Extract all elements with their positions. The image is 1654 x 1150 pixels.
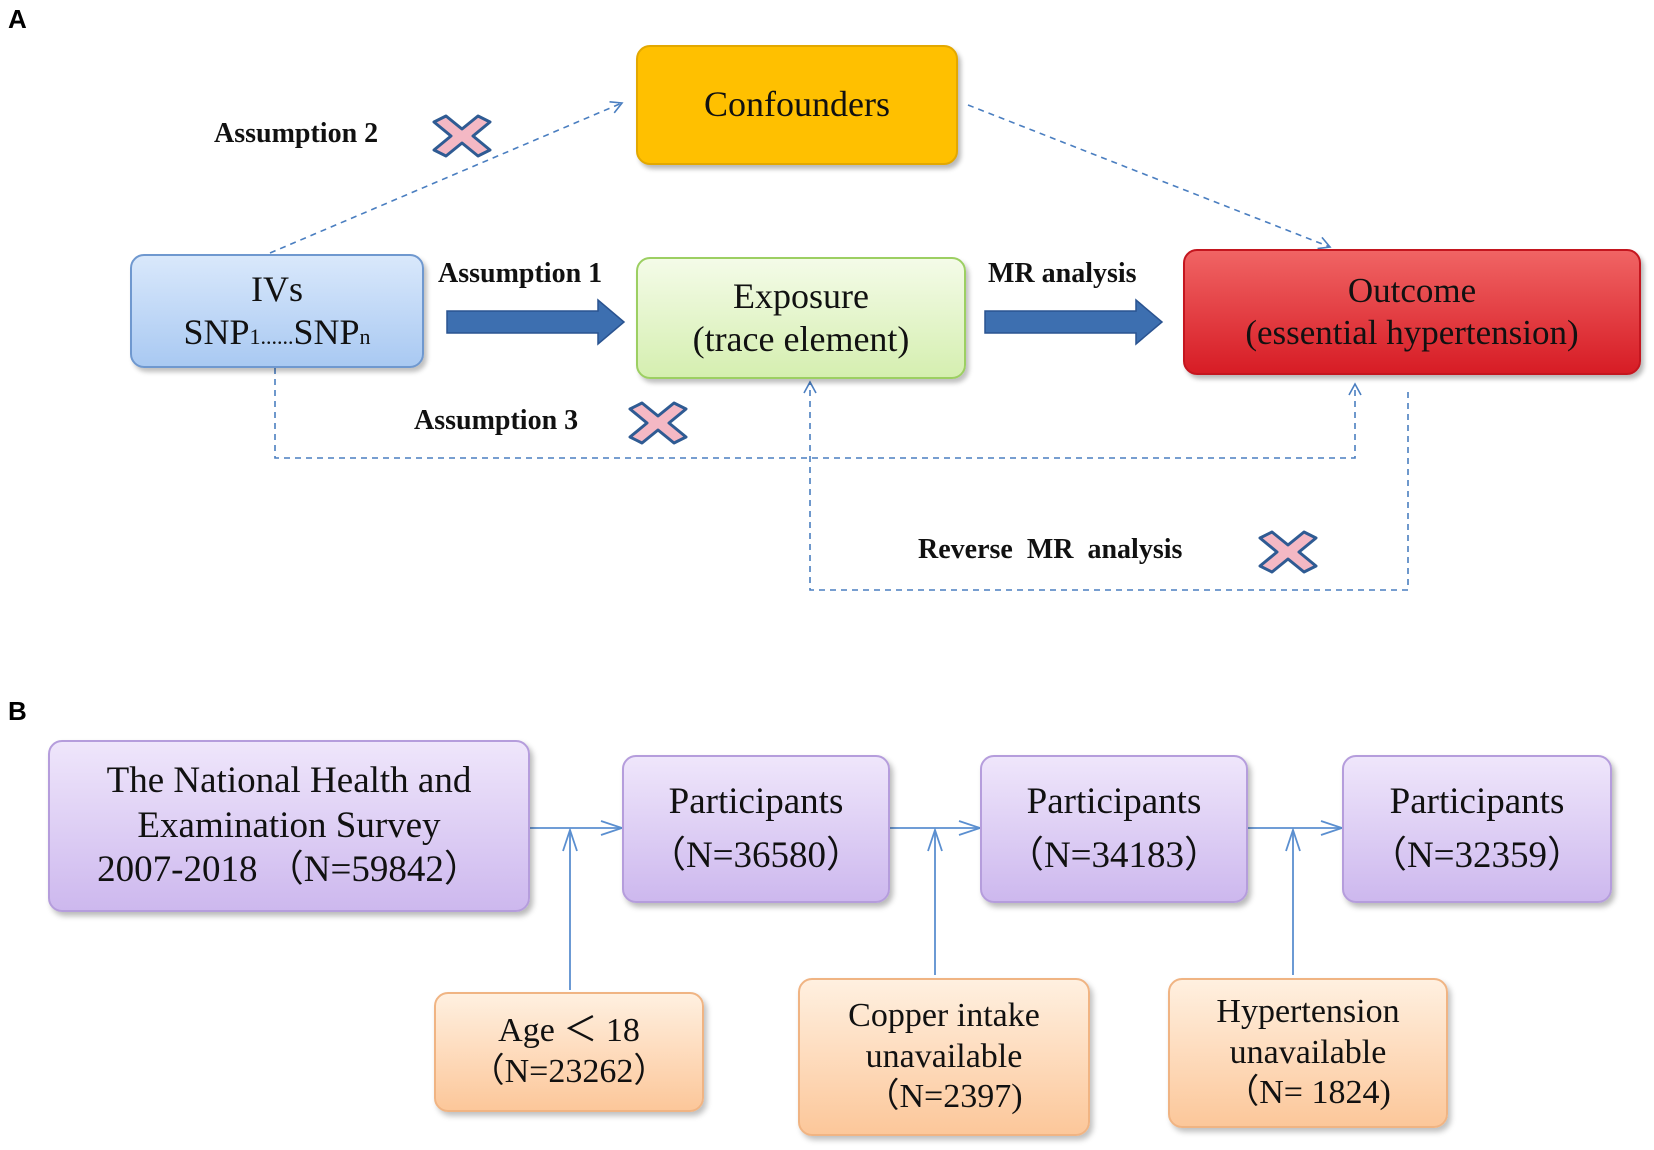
outcome-box: Outcome (essential hypertension) [1183,249,1641,375]
dashed-ivs-to-confounders [269,100,624,254]
exposure-line2: (trace element) [692,319,910,359]
confounders-box: Confounders [636,45,958,165]
confounders-text: Confounders [704,84,890,125]
participants-3-line1: Participants [1389,780,1565,822]
survey-line1: The National Health and [106,760,472,802]
snp-start: SNP [183,312,250,352]
ivs-line1: IVs [251,268,303,309]
ivs-snp-line: SNP1......SNPn [183,311,370,354]
participants-1-line1: Participants [668,780,844,822]
ivs-box: IVs SNP1......SNPn [130,254,424,368]
cross-assumption2-icon [432,114,492,158]
participants-box-1: Participants （N=36580） [622,755,890,903]
participants-box-3: Participants （N=32359） [1342,755,1612,903]
exposure-box: Exposure (trace element) [636,257,966,379]
arrow-assumption1 [446,298,626,346]
snp-end-sub: n [359,324,371,349]
participants-3-line2: （N=32359） [1369,835,1585,876]
survey-line2: Examination Survey [137,804,441,846]
participants-2-line1: Participants [1026,780,1202,822]
exclusion-age-line2: （N=23262） [470,1053,668,1090]
snp-end: SNP [293,312,360,352]
exclusion-hypertension-line2: unavailable [1229,1033,1387,1071]
exposure-line1: Exposure [733,275,869,316]
exclusion-box-hypertension: Hypertension unavailable （N= 1824) [1168,978,1448,1128]
reverse-mr-label: Reverse MR analysis [918,534,1183,565]
snp-dots: ...... [260,324,294,349]
panel-a-label: A [8,4,27,34]
participants-1-line2: （N=36580） [648,835,864,876]
assumption2-label: Assumption 2 [214,118,379,149]
mr-analysis-label: MR analysis [988,258,1137,289]
panel-b-label: B [8,696,27,726]
exclusion-copper-line2: unavailable [865,1037,1023,1075]
survey-line3: 2007-2018 （N=59842） [97,849,481,891]
dashed-reverse-mr [803,380,1409,591]
snp-start-sub: 1 [249,324,261,349]
cross-assumption3-icon [628,401,688,445]
assumption3-label: Assumption 3 [414,405,579,436]
exclusion-box-age: Age ＜ 18 （N=23262） [434,992,704,1112]
dashed-confounders-to-outcome [967,104,1332,250]
arrow-mr-analysis [984,298,1164,346]
exclusion-hypertension-line3: （N= 1824) [1225,1074,1391,1112]
exclusion-copper-line1: Copper intake [848,996,1040,1034]
outcome-line2: (essential hypertension) [1245,313,1579,352]
exclusion-hypertension-line1: Hypertension [1216,992,1400,1030]
dashed-ivs-to-outcome [274,368,1362,459]
cross-reverse-mr-icon [1258,530,1318,574]
outcome-line1: Outcome [1347,271,1477,310]
assumption1-label: Assumption 1 [438,258,603,289]
participants-box-2: Participants （N=34183） [980,755,1248,903]
exclusion-age-line1: Age ＜ 18 [498,1012,640,1050]
exclusion-box-copper: Copper intake unavailable （N=2397) [798,978,1090,1136]
exclusion-copper-line3: （N=2397) [865,1078,1023,1116]
participants-2-line2: （N=34183） [1006,835,1222,876]
survey-box: The National Health and Examination Surv… [48,740,530,912]
